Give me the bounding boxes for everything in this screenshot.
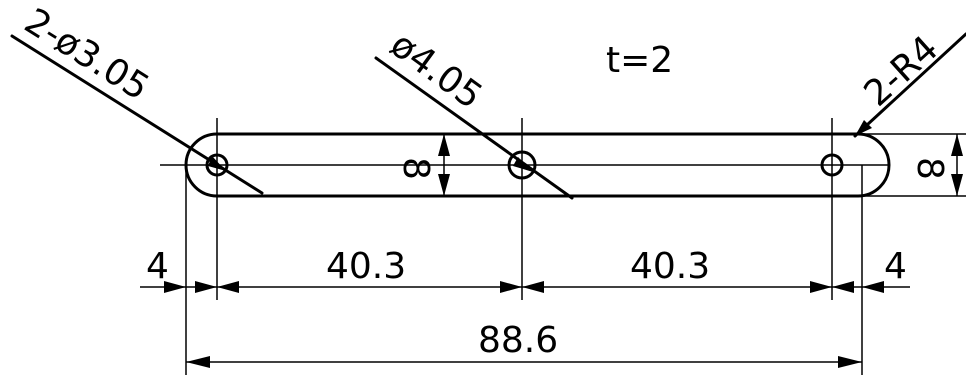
arrow-left-edge-in bbox=[164, 281, 186, 293]
callout-small-hole: 2-ø3.05 bbox=[17, 1, 156, 109]
arrow-left-hole-a bbox=[217, 281, 239, 293]
arrow-center-hole-a bbox=[500, 281, 522, 293]
arrow-overall-left bbox=[186, 356, 210, 368]
arrow-width-center-top bbox=[438, 134, 450, 156]
arrow-overall-right bbox=[838, 356, 862, 368]
leader-end-radius bbox=[853, 32, 966, 138]
dim-right-edge: 4 bbox=[884, 246, 907, 287]
arrow-right-edge-in bbox=[862, 281, 884, 293]
arrow-width-right-top bbox=[951, 134, 963, 156]
dim-right-span: 40.3 bbox=[630, 246, 710, 287]
arrow-right-hole-b bbox=[832, 281, 854, 293]
thickness-note: t=2 bbox=[606, 40, 673, 81]
arrow-leader-end-radius bbox=[855, 120, 872, 136]
arrow-leader-small-hole bbox=[208, 156, 226, 171]
arrow-width-right-bottom bbox=[951, 174, 963, 196]
callout-end-radius: 2-R4 bbox=[857, 28, 947, 115]
dim-overall-length: 88.6 bbox=[478, 320, 558, 361]
arrow-left-hole-b bbox=[195, 281, 217, 293]
arrow-center-hole-b bbox=[522, 281, 544, 293]
dim-left-span: 40.3 bbox=[326, 246, 406, 287]
arrow-width-center-bottom bbox=[438, 174, 450, 196]
dim-width-right: 8 bbox=[909, 157, 950, 180]
leader-center-hole bbox=[374, 56, 574, 200]
arrow-right-hole-a bbox=[810, 281, 832, 293]
dim-width-center: 8 bbox=[395, 157, 436, 180]
arrow-leader-center-hole bbox=[513, 157, 533, 172]
dim-left-edge: 4 bbox=[146, 246, 169, 287]
callout-center-hole: ø4.05 bbox=[383, 24, 490, 117]
